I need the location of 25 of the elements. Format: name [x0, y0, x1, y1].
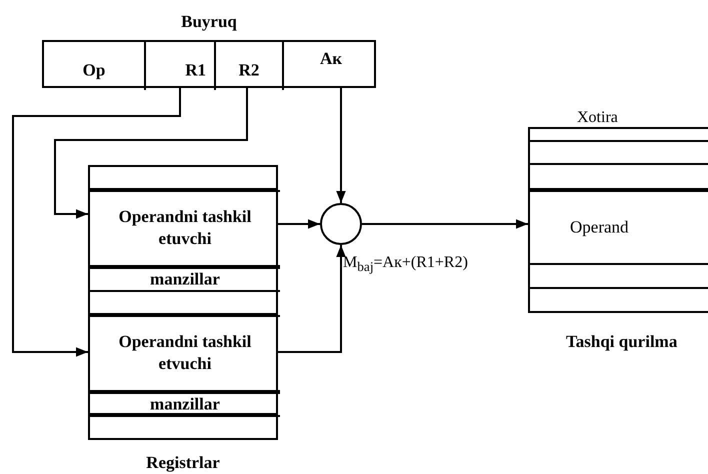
field-label: Aк [318, 48, 344, 70]
register-cell [90, 267, 280, 292]
field-label: R2 [238, 59, 260, 82]
field-label: Operandni tashkil etuvchi [118, 206, 252, 250]
arrow [12, 88, 181, 357]
field-label: Op [82, 59, 106, 82]
field-label: Operandni tashkil etvuchi [118, 330, 252, 376]
caption-label: Tashqi qurilma [566, 332, 678, 352]
field-label: manzillar [149, 268, 221, 290]
arrow [278, 245, 346, 353]
heading-label: Registrlar [146, 453, 220, 473]
heading-label: Buyruq [181, 12, 237, 32]
field-label: Operand [570, 216, 629, 238]
formula-label: M$_{baj}$=Aк+(R1+R2) [343, 254, 468, 276]
heading-label: Xotira [577, 109, 618, 127]
adder-circle [320, 203, 362, 245]
arrow [278, 219, 320, 229]
register-cell [90, 315, 280, 392]
register-cell [90, 392, 280, 417]
arrow [362, 219, 528, 229]
arrow [54, 88, 248, 219]
register-cell [90, 190, 280, 267]
field-label: manzillar [149, 393, 221, 416]
arrow [336, 88, 346, 203]
field-label: R1 [185, 59, 206, 82]
